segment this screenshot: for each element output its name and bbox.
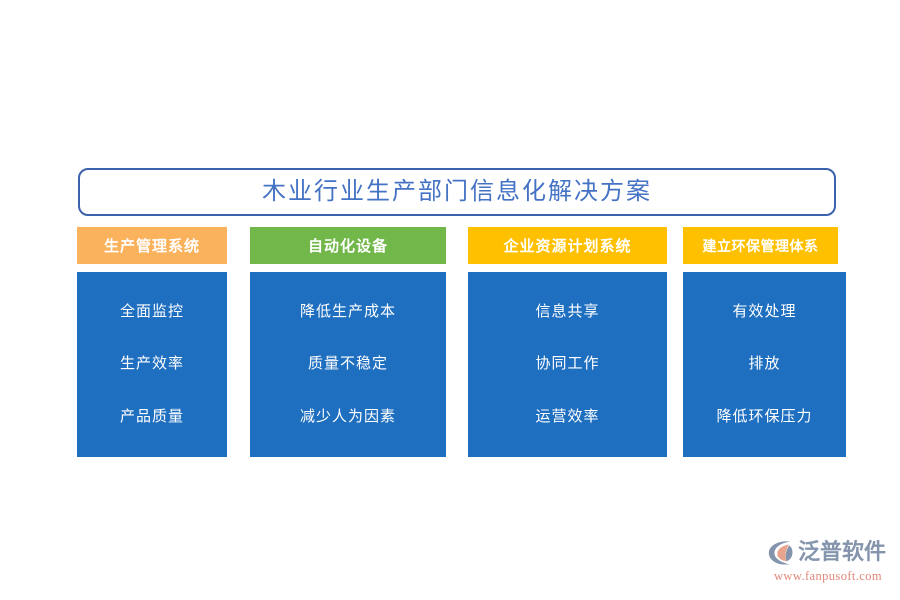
list-item[interactable]: 质量不稳定 xyxy=(307,355,388,373)
column-automation-equipment: 自动化设备 降低生产成本 质量不稳定 减少人为因素 xyxy=(250,227,446,457)
column-environmental-management: 建立环保管理体系 有效处理 排放 降低环保压力 xyxy=(683,227,846,457)
list-item[interactable]: 协同工作 xyxy=(535,355,600,373)
logo-name: 泛普软件 xyxy=(798,539,887,564)
list-item[interactable]: 生产效率 xyxy=(119,355,184,373)
list-item[interactable]: 减少人为因素 xyxy=(299,407,396,425)
column-header[interactable]: 自动化设备 xyxy=(250,227,446,264)
column-body: 全面监控 生产效率 产品质量 xyxy=(77,272,227,457)
column-erp-system: 企业资源计划系统 信息共享 协同工作 运营效率 xyxy=(468,227,667,457)
fanpu-logo-icon xyxy=(766,537,796,567)
list-item[interactable]: 有效处理 xyxy=(732,302,797,320)
column-body: 信息共享 协同工作 运营效率 xyxy=(468,272,667,457)
logo-row: 泛普软件 xyxy=(766,536,890,568)
column-body: 有效处理 排放 降低环保压力 xyxy=(683,272,846,457)
column-body: 降低生产成本 质量不稳定 减少人为因素 xyxy=(250,272,446,457)
column-production-management: 生产管理系统 全面监控 生产效率 产品质量 xyxy=(77,227,227,457)
column-header[interactable]: 生产管理系统 xyxy=(77,227,227,264)
column-header[interactable]: 企业资源计划系统 xyxy=(468,227,667,264)
list-item[interactable]: 全面监控 xyxy=(119,302,184,320)
logo-watermark: 泛普软件 www.fanpusoft.com xyxy=(766,536,890,588)
title-banner: 木业行业生产部门信息化解决方案 xyxy=(78,168,836,216)
list-item[interactable]: 产品质量 xyxy=(119,407,184,425)
list-item[interactable]: 降低环保压力 xyxy=(716,407,813,425)
list-item[interactable]: 运营效率 xyxy=(535,407,600,425)
list-item[interactable]: 排放 xyxy=(748,355,781,373)
list-item[interactable]: 降低生产成本 xyxy=(299,302,396,320)
column-header[interactable]: 建立环保管理体系 xyxy=(683,227,838,264)
logo-url: www.fanpusoft.com xyxy=(773,569,883,583)
list-item[interactable]: 信息共享 xyxy=(535,302,600,320)
page-title: 木业行业生产部门信息化解决方案 xyxy=(262,178,652,205)
